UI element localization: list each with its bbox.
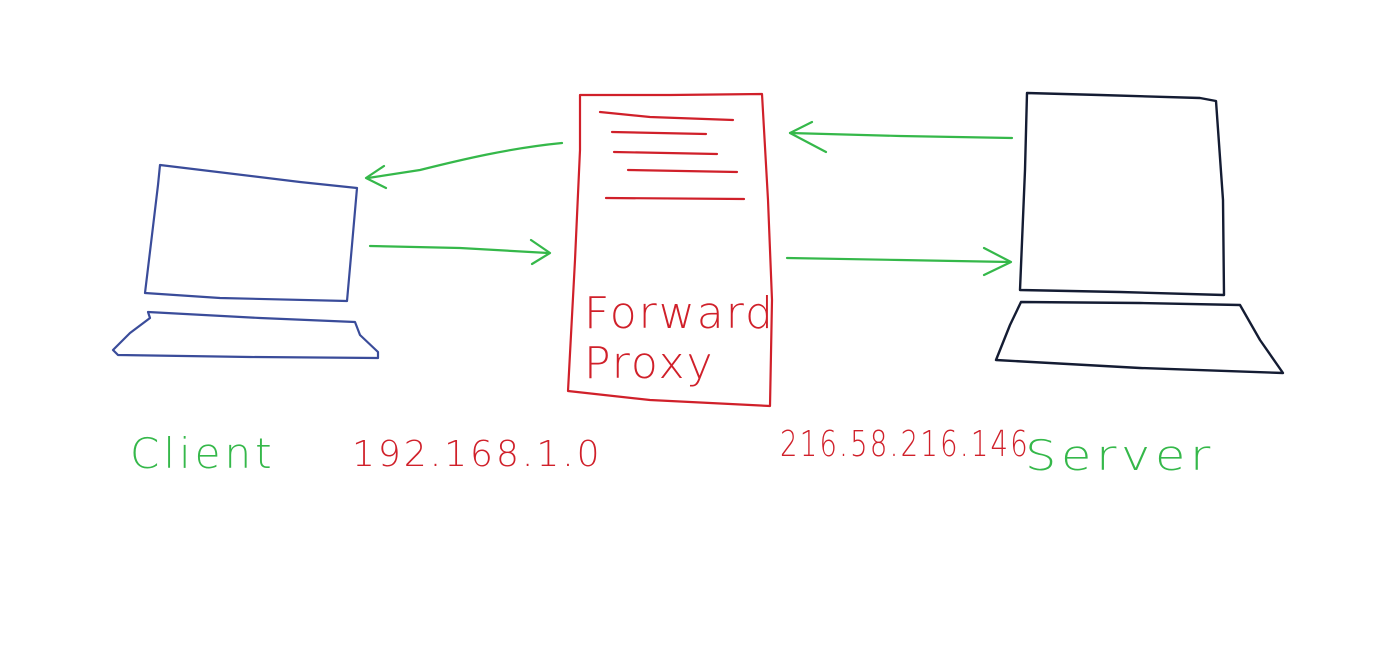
client-ip-label: 192.168.1.0 bbox=[352, 434, 603, 475]
arrow-server-to-proxy bbox=[788, 120, 1014, 154]
arrows bbox=[364, 120, 1014, 277]
arrow-client-to-proxy bbox=[368, 238, 552, 266]
arrow-proxy-to-server bbox=[785, 246, 1013, 277]
proxy-label-line1: Forward bbox=[584, 288, 775, 339]
proxy-label-line2: Proxy bbox=[584, 338, 715, 389]
server-label: Server bbox=[1025, 431, 1215, 480]
arrow-proxy-to-client bbox=[364, 141, 564, 190]
server-ip-label: 216.58.216.146 bbox=[780, 424, 1030, 465]
proxy-server-icon bbox=[566, 92, 774, 408]
client-label: Client bbox=[130, 429, 276, 478]
client-laptop-icon bbox=[111, 163, 380, 360]
server-laptop-icon bbox=[994, 91, 1285, 375]
